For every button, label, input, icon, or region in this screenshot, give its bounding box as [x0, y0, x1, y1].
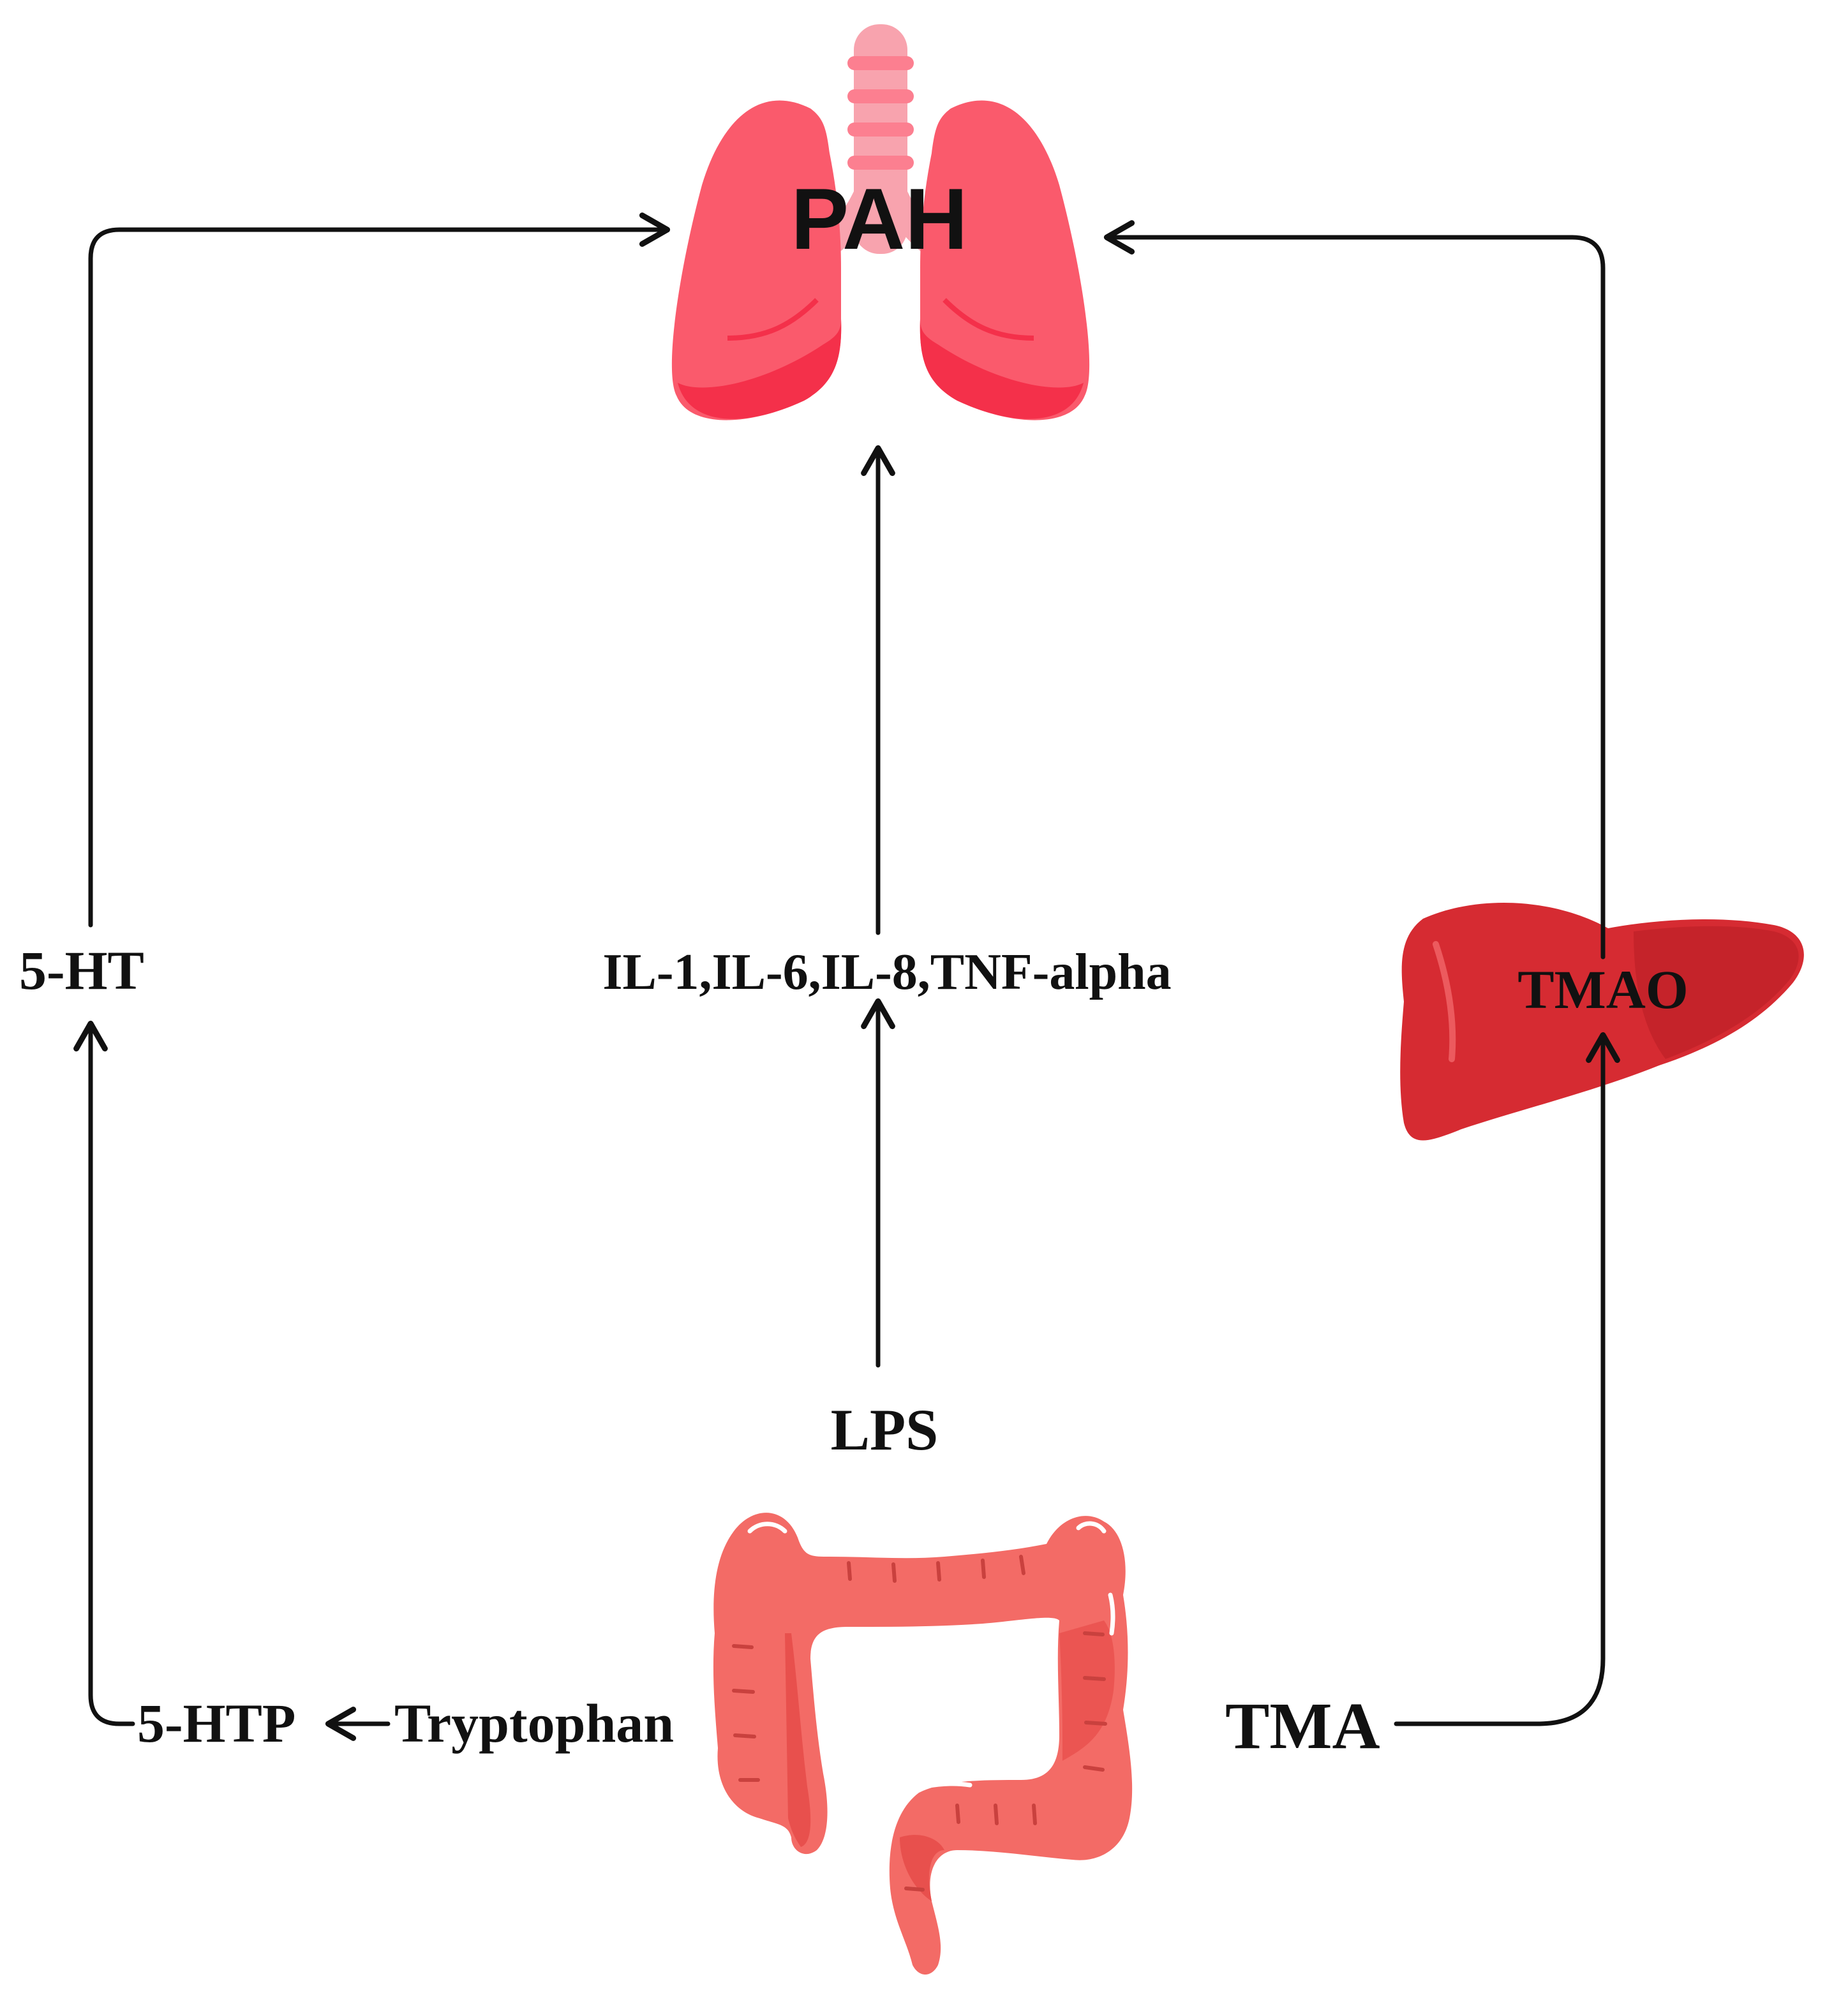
right-lung-lower [920, 319, 1084, 419]
arrow-tma-to-tmao [1394, 1032, 1620, 1726]
tma-label: TMA [1225, 1689, 1380, 1763]
tmao-label: TMAO [1517, 959, 1688, 1020]
tryptophan-label: Tryptophan [394, 1693, 674, 1754]
liver-lobe-shade [1634, 926, 1799, 1059]
lps-label: LPS [831, 1397, 939, 1462]
liver-highlight [1433, 941, 1456, 1062]
intestine-creases [732, 1555, 1107, 1892]
right-lung-fissure [943, 298, 1034, 341]
left-lung-fissure [727, 298, 819, 341]
arrows [73, 212, 1620, 1741]
right-lung [920, 100, 1090, 420]
arrow-tmao-to-pah [1103, 220, 1606, 960]
left-lung [671, 100, 842, 420]
intestine-shadow-left [785, 1633, 811, 1847]
intestine-shadow-right [1059, 1620, 1115, 1761]
pah-label: PAH [791, 170, 967, 267]
lungs-icon [671, 24, 1090, 420]
trachea-rings [847, 56, 914, 170]
intestine-shape [713, 1513, 1133, 1975]
htp-label: 5-HTP [137, 1693, 295, 1754]
intestine-shadow-bottom [900, 1835, 944, 1901]
arrow-5ht-to-pah [88, 212, 671, 928]
cytokines-label: IL-1,IL-6,IL-8,TNF-alpha [602, 944, 1171, 1000]
arrow-5htp-to-5ht [73, 1020, 135, 1726]
intestine-highlights [725, 1521, 1115, 1828]
serotonin-label: 5-HT [19, 940, 144, 1001]
liver-icon [1400, 902, 1804, 1141]
intestine-icon [713, 1513, 1133, 1975]
left-lung-lower [678, 319, 842, 419]
